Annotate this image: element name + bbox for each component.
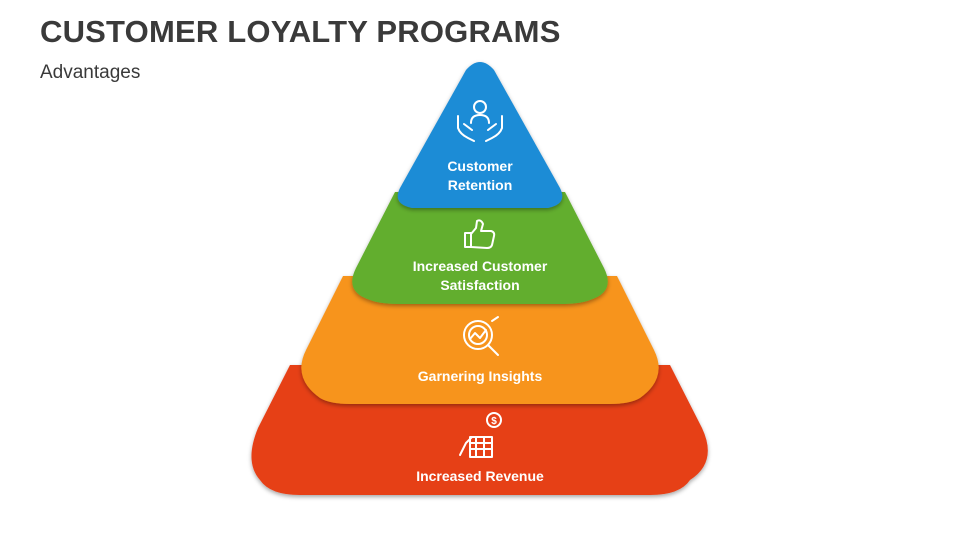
revenue-growth-icon: $ xyxy=(459,412,502,458)
tier-garnering-insights: Garnering Insights xyxy=(301,276,659,404)
tier-customer-retention: Customer Retention xyxy=(397,62,563,208)
tier-2-label-line1: Increased Customer xyxy=(413,258,548,274)
magnifier-chart-icon xyxy=(463,316,499,356)
hands-person-icon xyxy=(457,100,503,142)
tier-3-label: Garnering Insights xyxy=(418,368,543,384)
tier-1-label-line1: Customer xyxy=(447,158,513,174)
tier-1-shape xyxy=(397,62,563,208)
tier-increased-satisfaction: Increased Customer Satisfaction xyxy=(352,192,608,304)
page-subtitle: Advantages xyxy=(40,62,141,83)
tier-3-shape xyxy=(301,276,659,404)
thumbs-up-icon xyxy=(464,219,496,249)
tier-2-label-line2: Satisfaction xyxy=(440,277,519,293)
tier-4-label: Increased Revenue xyxy=(416,468,544,484)
svg-text:$: $ xyxy=(491,416,497,427)
page-title: CUSTOMER LOYALTY PROGRAMS xyxy=(40,14,561,49)
tier-1-label-line2: Retention xyxy=(448,177,513,193)
